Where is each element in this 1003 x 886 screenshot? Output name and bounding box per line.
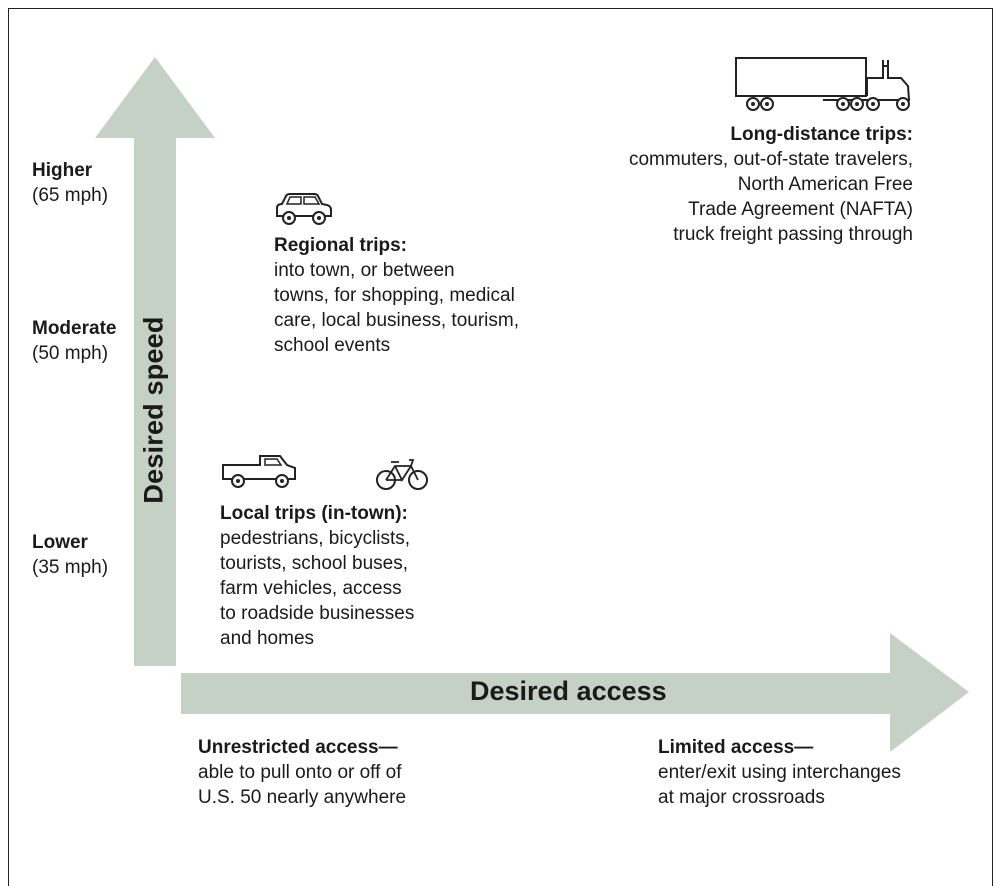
speed-level-name: Moderate [32,318,117,339]
semi-truck-icon [735,57,911,111]
access-end-title: Unrestricted access— [198,737,398,758]
speed-axis-arrow [95,57,215,666]
pickup-truck-icon [222,455,296,488]
trip-long-distance: Long-distance trips: commuters, out-of-s… [629,122,913,247]
speed-level-moderate: Moderate (50 mph) [32,316,116,366]
trip-line: tourists, school buses, [220,553,408,574]
trip-local: Local trips (in-town): pedestrians, bicy… [220,501,414,651]
access-end-line: U.S. 50 nearly anywhere [198,787,407,808]
access-end-line: able to pull onto or off of [198,762,402,783]
x-axis-label: Desired access [470,676,667,706]
trip-title: Local trips (in-town): [220,503,408,524]
trip-line: commuters, out-of-state travelers, [628,149,913,170]
speed-level-name: Higher [32,160,93,181]
trip-title: Long-distance trips: [730,124,913,145]
trip-line: farm vehicles, access [220,578,402,599]
speed-level-lower: Lower (35 mph) [32,530,108,580]
bicycle-icon [376,459,428,490]
trip-line: North American Free [737,174,913,195]
speed-level-value: (35 mph) [32,557,109,578]
trip-line: into town, or between [274,260,455,281]
speed-level-value: (65 mph) [32,185,109,206]
trip-line: Trade Agreement (NAFTA) [688,199,913,220]
trip-line: pedestrians, bicyclists, [220,528,411,549]
y-axis-label: Desired speed [138,316,169,504]
access-end-line: at major crossroads [658,787,825,808]
trip-regional: Regional trips: into town, or between to… [274,233,519,358]
access-end-line: enter/exit using interchanges [658,762,901,783]
trip-line: towns, for shopping, medical [274,285,515,306]
speed-level-name: Lower [32,532,88,553]
trip-line: school events [274,335,391,356]
trip-line: truck freight passing through [673,224,913,245]
trip-title: Regional trips: [274,235,408,256]
trip-line: care, local business, tourism, [274,310,519,331]
access-end-limited: Limited access— enter/exit using interch… [658,735,901,810]
speed-level-value: (50 mph) [32,343,109,364]
trip-line: and homes [220,628,315,649]
diagram-frame [8,8,993,886]
access-end-unrestricted: Unrestricted access— able to pull onto o… [198,735,406,810]
car-icon [276,193,332,225]
access-axis-arrow [181,633,969,752]
access-end-title: Limited access— [658,737,814,758]
trip-line: to roadside businesses [220,603,415,624]
speed-level-higher: Higher (65 mph) [32,158,108,208]
